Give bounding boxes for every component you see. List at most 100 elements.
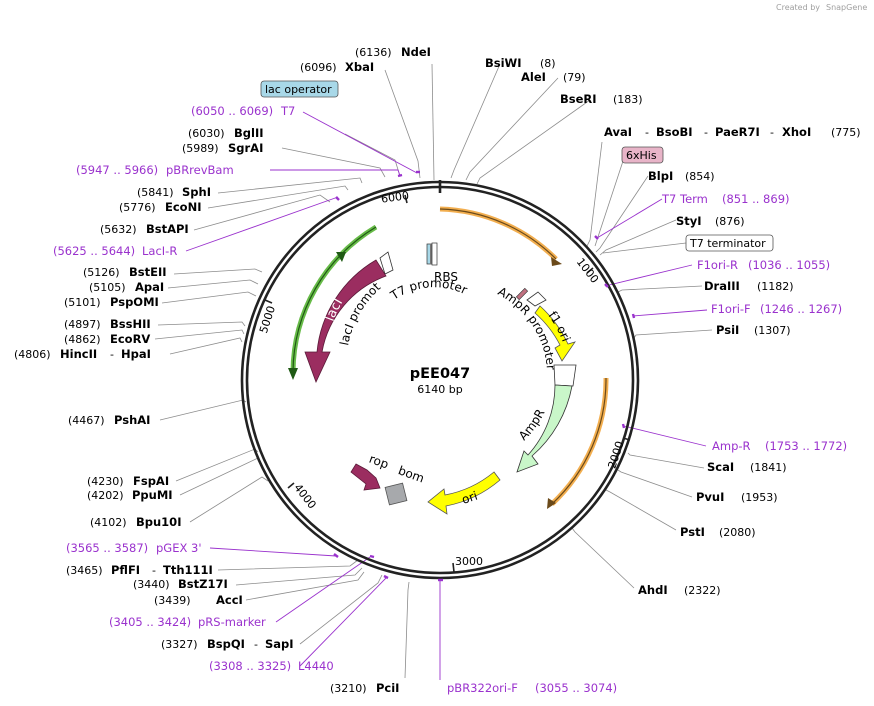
rbs-label: RBS bbox=[434, 270, 458, 284]
primer-range-prs-marker: (3405 .. 3424) bbox=[109, 615, 191, 629]
enzyme-bstz17i: BstZ17I bbox=[178, 577, 228, 591]
ampr-promoter-block bbox=[553, 364, 577, 387]
enzyme-pos-ahdi: (2322) bbox=[684, 584, 721, 597]
enzyme-pos-blpi: (854) bbox=[685, 170, 715, 183]
enzyme-pos-ndei: (6136) bbox=[355, 46, 392, 59]
enzyme-draiii: DraIII bbox=[704, 279, 740, 293]
enzyme-pos-scai: (1841) bbox=[750, 461, 787, 474]
primer-t7-term: T7 Term bbox=[661, 192, 708, 206]
enzyme-pos-bsiwi: (8) bbox=[540, 57, 556, 70]
enzyme-ppumi: PpuMI bbox=[132, 488, 173, 502]
enzyme-pos-bpu10i: (4102) bbox=[90, 516, 127, 529]
enzyme-pos-avai: (775) bbox=[831, 126, 861, 139]
enzyme-bseri: BseRI bbox=[560, 92, 597, 106]
enzyme-pos-acci: (3439) bbox=[154, 594, 191, 607]
primer-range-pgex3: (3565 .. 3587) bbox=[66, 541, 148, 555]
enzyme-pos-econi: (5776) bbox=[119, 201, 156, 214]
rop-feature bbox=[350, 463, 381, 491]
rop-label: rop bbox=[367, 452, 390, 472]
primer-leader-lines bbox=[185, 111, 708, 680]
enzyme-bglii: BglII bbox=[234, 126, 264, 140]
t7-terminator-box bbox=[685, 234, 774, 252]
enzyme-bspqi: BspQI bbox=[207, 637, 245, 651]
enzyme-bpu10i: Bpu10I bbox=[136, 515, 181, 529]
enzyme-pflfi: PflFI bbox=[111, 563, 140, 577]
enzyme-pos-pshai: (4467) bbox=[68, 414, 105, 427]
primer-range-pbr322ori-f: (3055 .. 3074) bbox=[535, 681, 617, 695]
enzyme-separator: - bbox=[152, 564, 156, 577]
enzyme-hincii: HincII bbox=[60, 347, 97, 361]
enzyme-bsiwi: BsiWI bbox=[485, 56, 522, 70]
enzyme-pos-pcii: (3210) bbox=[330, 682, 367, 695]
enzyme-tth111i: Tth111I bbox=[163, 563, 213, 577]
enzyme-pos-ppumi: (4202) bbox=[87, 489, 124, 502]
enzyme-psti: PstI bbox=[680, 525, 705, 539]
enzyme-sapi: SapI bbox=[265, 637, 294, 651]
primer-laci-r: LacI-R bbox=[142, 244, 177, 258]
orange-arc-top-inner bbox=[439, 208, 557, 260]
primer-prs-marker: pRS-marker bbox=[198, 615, 266, 629]
ampr-promoter-arrow bbox=[526, 291, 547, 307]
tick-label-6000: 6000 bbox=[380, 189, 410, 206]
plasmid-name: pEE047 bbox=[410, 366, 470, 382]
enzyme-pos-fspai: (4230) bbox=[87, 475, 124, 488]
primer-range-f1ori-r: (1036 .. 1055) bbox=[748, 258, 830, 272]
enzyme-pos-pflfi: (3465) bbox=[66, 564, 103, 577]
enzyme-pspomi: PspOMI bbox=[110, 295, 159, 309]
primer-f1ori-f: F1ori-F bbox=[711, 302, 751, 316]
enzyme-separator: - bbox=[770, 126, 774, 139]
enzyme-fspai: FspAI bbox=[133, 474, 169, 488]
t7-terminator-text: T7 terminator bbox=[689, 237, 766, 250]
primer-range-t7: (6050 .. 6069) bbox=[191, 104, 273, 118]
lac-operator-text: lac operator bbox=[265, 83, 332, 96]
enzyme-separator: - bbox=[254, 638, 258, 651]
green-arc-inner bbox=[292, 226, 377, 373]
enzyme-sgrai: SgrAI bbox=[228, 141, 263, 155]
enzyme-pos-bsshii: (4897) bbox=[64, 318, 101, 331]
ori-label: ori bbox=[460, 489, 479, 507]
enzyme-pshai: PshAI bbox=[114, 413, 150, 427]
enzyme-pos-psti: (2080) bbox=[719, 526, 756, 539]
lac-operator-box bbox=[260, 80, 339, 98]
primer-range-t7-term: (851 .. 869) bbox=[722, 192, 790, 206]
orange-arc-right-inner bbox=[551, 377, 607, 505]
enzyme-xhoi: XhoI bbox=[782, 125, 811, 139]
his-tag-box bbox=[621, 146, 664, 164]
orange-arc-right-head bbox=[547, 498, 556, 509]
enzyme-separator: - bbox=[704, 126, 708, 139]
his-tag-text: 6xHis bbox=[626, 149, 657, 162]
right-enzyme-labels: BsiWI (8) AleI (79) BseRI (183) AvaI - B… bbox=[447, 56, 861, 695]
primer-t7: T7 bbox=[280, 104, 295, 118]
green-arc-head-bottom bbox=[288, 368, 298, 380]
enzyme-blpi: BlpI bbox=[648, 169, 673, 183]
primer-f1ori-r: F1ori-R bbox=[697, 258, 738, 272]
f1-ori-feature bbox=[534, 305, 576, 362]
primer-range-laci-r: (5625 .. 5644) bbox=[53, 244, 135, 258]
enzyme-avai: AvaI bbox=[604, 125, 632, 139]
snapgene-brand: SnapGene bbox=[826, 3, 867, 12]
t7-term-block bbox=[515, 287, 529, 301]
enzyme-styi: StyI bbox=[676, 214, 702, 228]
enzyme-pos-sphi: (5841) bbox=[137, 186, 174, 199]
primer-range-l4440: (3308 .. 3325) bbox=[209, 659, 291, 673]
enzyme-pos-bstapi: (5632) bbox=[100, 223, 137, 236]
enzyme-pos-sgrai: (5989) bbox=[182, 142, 219, 155]
enzyme-psii: PsiI bbox=[716, 323, 739, 337]
enzyme-pos-pspomi: (5101) bbox=[64, 296, 101, 309]
laci-promoter-arrow bbox=[379, 251, 394, 275]
bom-feature bbox=[384, 482, 408, 506]
enzyme-bsshii: BssHII bbox=[110, 317, 151, 331]
enzyme-bsobi: BsoBI bbox=[656, 125, 693, 139]
primer-amp-r: Amp-R bbox=[712, 439, 751, 453]
enzyme-acci: AccI bbox=[216, 593, 243, 607]
enzyme-econi: EcoNI bbox=[165, 200, 201, 214]
primer-ticks bbox=[333, 170, 636, 582]
orange-arc-top-head bbox=[551, 257, 562, 266]
scale-ticks bbox=[264, 194, 631, 573]
enzyme-pos-bseri: (183) bbox=[613, 93, 643, 106]
ampr-feature bbox=[516, 384, 573, 473]
primer-pbrrevbam: pBRrevBam bbox=[166, 163, 234, 177]
primer-range-amp-r: (1753 .. 1772) bbox=[765, 439, 847, 453]
enzyme-pvui: PvuI bbox=[696, 490, 724, 504]
